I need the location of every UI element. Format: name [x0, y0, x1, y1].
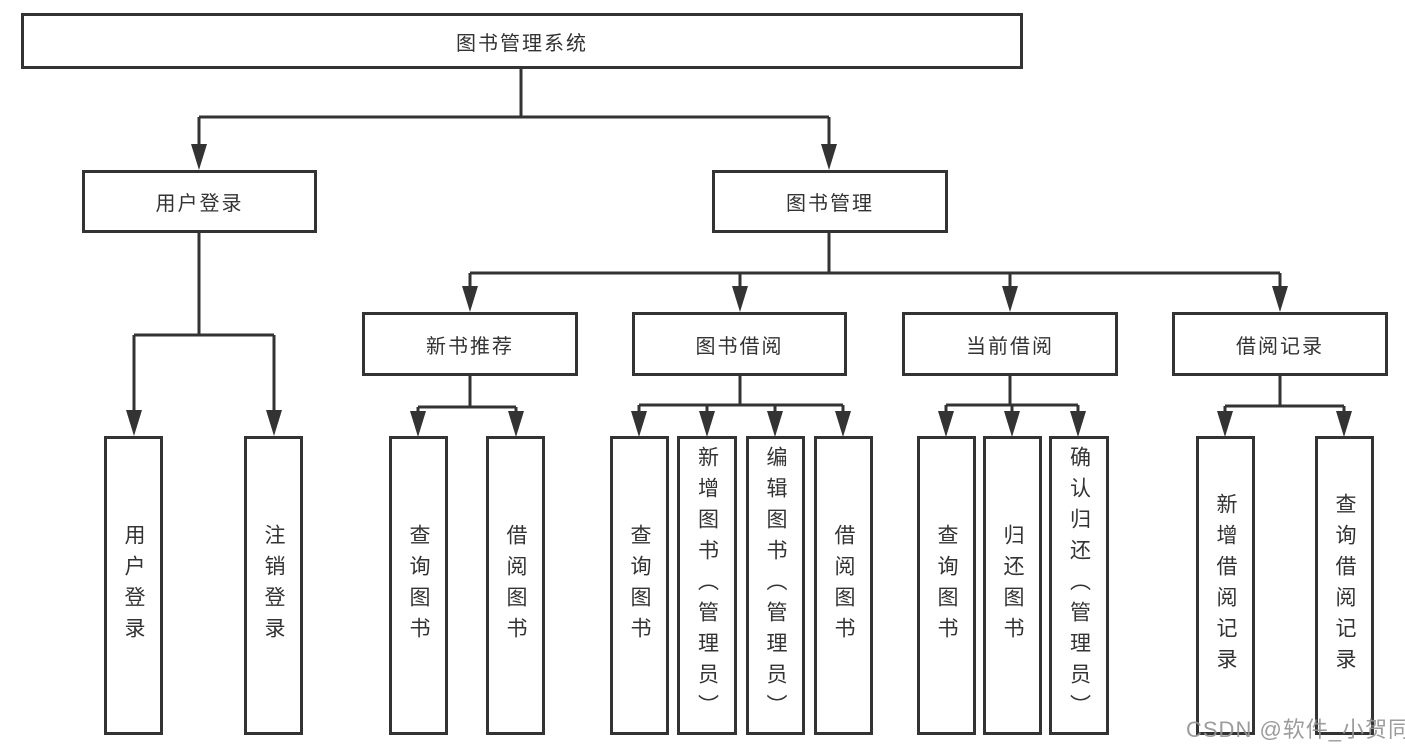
- node-leaf-user-login: 用户登录: [104, 436, 163, 735]
- node-leaf-cb-return-books: 归还图书: [983, 436, 1042, 735]
- node-new-book-recommend-label: 新书推荐: [426, 335, 514, 358]
- csdn-watermark: CSDN @软件_小贺同学: [1186, 717, 1405, 742]
- node-leaf-bb-query-books-label: 查询图书: [628, 523, 651, 648]
- node-current-borrow-label: 当前借阅: [966, 335, 1054, 358]
- node-current-borrow: 当前借阅: [902, 312, 1118, 376]
- node-leaf-br-add-record-label: 新增借阅记录: [1214, 492, 1237, 679]
- node-user-login-label: 用户登录: [155, 193, 244, 215]
- node-leaf-bb-add-books-admin-label: 新增图书（管理员）: [695, 446, 719, 725]
- node-leaf-bb-borrow-books-label: 借阅图书: [832, 523, 855, 648]
- node-leaf-bb-add-books-admin: 新增图书（管理员）: [677, 436, 737, 735]
- node-book-borrow: 图书借阅: [632, 312, 847, 376]
- node-leaf-logout: 注销登录: [244, 436, 303, 735]
- node-leaf-br-add-record: 新增借阅记录: [1196, 436, 1255, 735]
- node-book-management: 图书管理: [712, 170, 948, 233]
- node-leaf-bb-edit-books-admin-label: 编辑图书（管理员）: [764, 446, 787, 725]
- node-leaf-cb-query-books-label: 查询图书: [935, 523, 958, 648]
- node-leaf-nb-borrow-books-label: 借阅图书: [504, 523, 527, 648]
- node-book-borrow-label: 图书借阅: [695, 335, 784, 358]
- node-library-management-system: 图书管理系统: [21, 13, 1023, 69]
- node-leaf-cb-return-books-label: 归还图书: [1001, 523, 1024, 648]
- node-borrow-records: 借阅记录: [1172, 312, 1388, 376]
- node-leaf-nb-borrow-books: 借阅图书: [486, 436, 545, 735]
- node-leaf-bb-borrow-books: 借阅图书: [814, 436, 873, 735]
- node-book-management-label: 图书管理: [786, 193, 874, 215]
- node-borrow-records-label: 借阅记录: [1236, 335, 1324, 358]
- node-leaf-bb-edit-books-admin: 编辑图书（管理员）: [746, 436, 805, 735]
- node-leaf-nb-query-books-label: 查询图书: [407, 523, 430, 648]
- node-leaf-br-query-record: 查询借阅记录: [1315, 436, 1374, 735]
- node-leaf-cb-confirm-return-admin: 确认归还（管理员）: [1049, 436, 1109, 735]
- node-new-book-recommend: 新书推荐: [362, 312, 578, 376]
- node-leaf-cb-query-books: 查询图书: [917, 436, 976, 735]
- node-leaf-cb-confirm-return-admin-label: 确认归还（管理员）: [1067, 446, 1091, 725]
- node-leaf-logout-label: 注销登录: [262, 523, 285, 648]
- node-library-management-system-label: 图书管理系统: [456, 32, 588, 55]
- node-user-login: 用户登录: [82, 170, 317, 233]
- node-leaf-bb-query-books: 查询图书: [610, 436, 669, 735]
- node-leaf-br-query-record-label: 查询借阅记录: [1333, 492, 1356, 679]
- node-leaf-user-login-label: 用户登录: [122, 523, 145, 648]
- node-leaf-nb-query-books: 查询图书: [389, 436, 448, 735]
